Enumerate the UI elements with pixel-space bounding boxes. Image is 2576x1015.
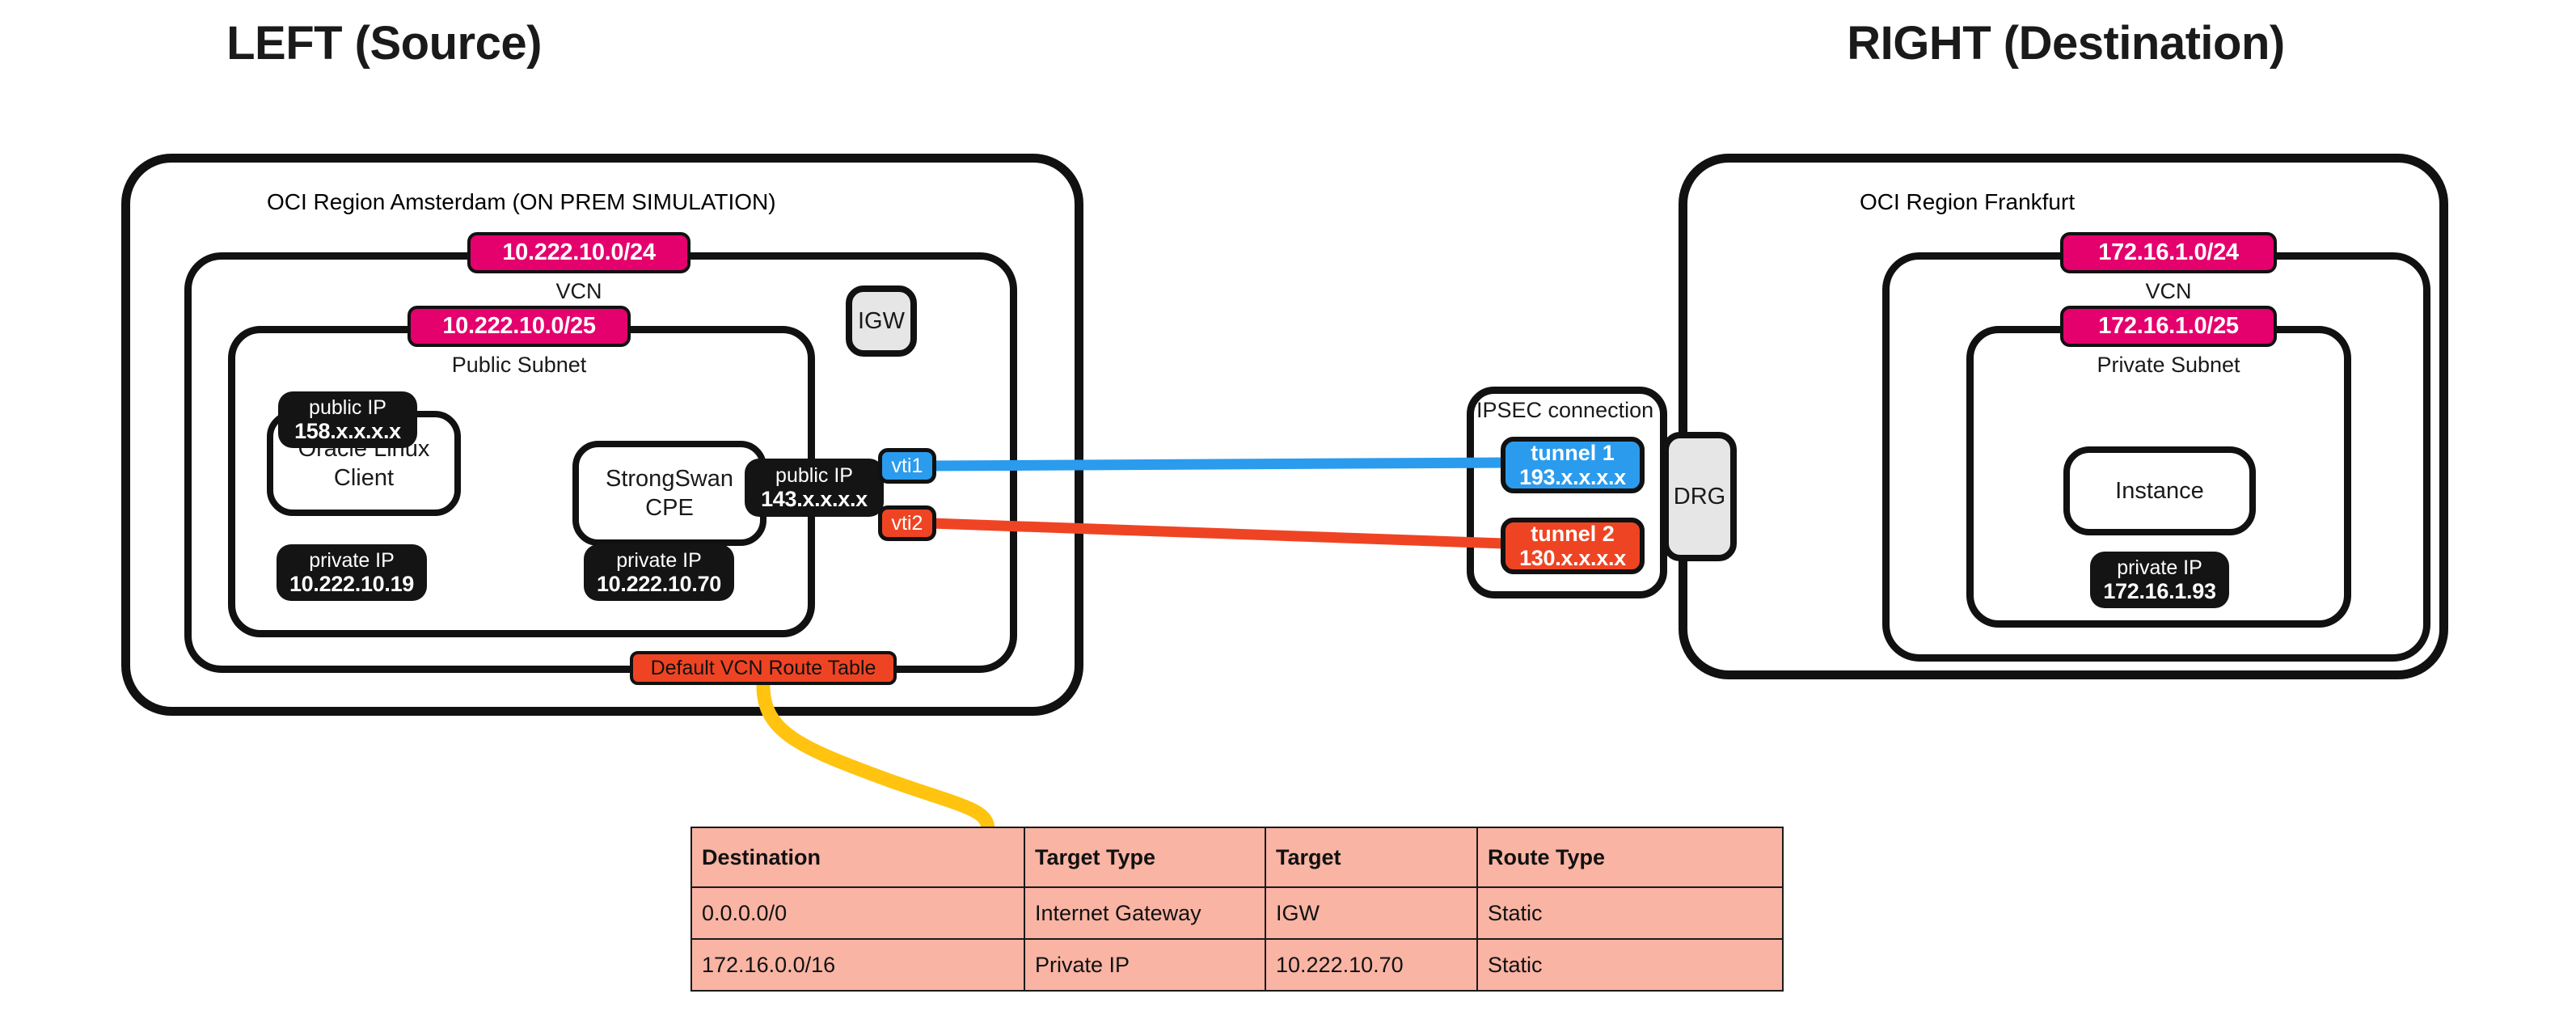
strongswan-cpe-node[interactable]: StrongSwan CPE: [572, 441, 766, 546]
private-ip-label: private IP: [2117, 556, 2202, 579]
left-subnet-cidr-pill: 10.222.10.0/25: [408, 306, 631, 347]
right-vcn-cidr-pill: 172.16.1.0/24: [2060, 232, 2277, 273]
node-label-line1: StrongSwan: [606, 465, 733, 492]
left-subnet-label: Public Subnet: [438, 353, 600, 378]
right-subnet-label: Private Subnet: [2088, 353, 2249, 378]
oracle-linux-client-private-ip-badge: private IP 10.222.10.19: [277, 544, 427, 601]
column-header-target: Target: [1265, 827, 1478, 888]
tunnel-2-name: tunnel 2: [1531, 521, 1615, 546]
private-ip-value: 10.222.10.70: [596, 571, 722, 596]
column-header-destination: Destination: [690, 827, 1025, 888]
private-ip-label: private IP: [309, 548, 395, 572]
instance-private-ip-badge: private IP 172.16.1.93: [2090, 552, 2229, 608]
public-ip-label: public IP: [309, 395, 386, 419]
vti1-tab[interactable]: vti1: [878, 448, 936, 484]
left-region-boundary: [121, 154, 1083, 716]
table-header-row: Destination Target Type Target Route Typ…: [690, 827, 1784, 888]
node-label-line2: Client: [333, 465, 395, 491]
igw-box[interactable]: IGW: [846, 285, 917, 357]
cell-route-type: Static: [1476, 938, 1784, 992]
private-ip-label: private IP: [616, 548, 702, 572]
table-row: 172.16.0.0/16 Private IP 10.222.10.70 St…: [690, 938, 1784, 992]
left-side-title: LEFT (Source): [226, 17, 542, 70]
vti2-tab[interactable]: vti2: [878, 505, 936, 541]
strongswan-cpe-label: StrongSwan CPE: [606, 464, 733, 523]
cell-target: IGW: [1265, 886, 1478, 940]
cell-target-type: Private IP: [1024, 938, 1266, 992]
right-region-label: OCI Region Frankfurt: [1860, 189, 2076, 214]
node-label-line2: CPE: [645, 495, 694, 521]
tunnel-2-ip: 130.x.x.x.x: [1519, 546, 1626, 570]
cell-route-type: Static: [1476, 886, 1784, 940]
private-ip-value: 172.16.1.93: [2103, 578, 2216, 603]
cell-target-type: Internet Gateway: [1024, 886, 1266, 940]
left-vcn-cidr-pill: 10.222.10.0/24: [467, 232, 690, 273]
right-side-title: RIGHT (Destination): [1847, 17, 2285, 70]
tunnel-2-box[interactable]: tunnel 2 130.x.x.x.x: [1501, 518, 1645, 574]
default-vcn-route-table-pill[interactable]: Default VCN Route Table: [630, 651, 897, 685]
column-header-target-type: Target Type: [1024, 827, 1266, 888]
strongswan-cpe-public-ip-badge: public IP 143.x.x.x.x: [745, 459, 884, 517]
strongswan-cpe-private-ip-badge: private IP 10.222.10.70: [584, 544, 734, 601]
right-region-boundary: [1679, 154, 2448, 679]
tunnel-1-name: tunnel 1: [1531, 440, 1615, 465]
private-ip-value: 10.222.10.19: [289, 571, 415, 596]
cell-destination: 172.16.0.0/16: [690, 938, 1025, 992]
instance-label: Instance: [2115, 477, 2204, 504]
instance-node[interactable]: Instance: [2063, 446, 2256, 535]
cell-destination: 0.0.0.0/0: [690, 886, 1025, 940]
table-row: 0.0.0.0/0 Internet Gateway IGW Static: [690, 886, 1784, 940]
right-subnet-cidr-pill: 172.16.1.0/25: [2060, 306, 2277, 347]
column-header-route-type: Route Type: [1476, 827, 1784, 888]
ipsec-connection-label: IPSEC connection: [1476, 398, 1654, 422]
public-ip-label: public IP: [775, 463, 853, 487]
public-ip-value: 158.x.x.x.x: [294, 418, 401, 443]
route-rules-table: Destination Target Type Target Route Typ…: [690, 827, 1784, 992]
tunnel-1-ip: 193.x.x.x.x: [1519, 465, 1626, 489]
left-vcn-label: VCN: [498, 279, 660, 304]
oracle-linux-client-public-ip-badge: public IP 158.x.x.x.x: [278, 391, 417, 448]
tunnel-1-box[interactable]: tunnel 1 193.x.x.x.x: [1501, 437, 1645, 493]
drg-box[interactable]: DRG: [1662, 432, 1737, 561]
public-ip-value: 143.x.x.x.x: [761, 486, 868, 511]
left-region-label: OCI Region Amsterdam (ON PREM SIMULATION…: [267, 189, 776, 214]
right-vcn-label: VCN: [2088, 279, 2249, 304]
cell-target: 10.222.10.70: [1265, 938, 1478, 992]
